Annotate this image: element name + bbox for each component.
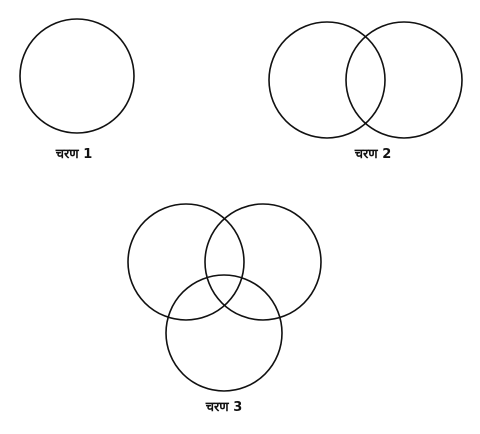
step-2-label: चरण 2: [354, 147, 392, 162]
step-3-label: चरण 3: [205, 400, 243, 415]
step-2-circle-left: [268, 21, 386, 139]
step-3-circle-bottom: [165, 274, 283, 392]
step-1-group: [19, 18, 135, 134]
step-3-group: [127, 203, 322, 392]
step-3-circle-top-right: [204, 203, 322, 321]
step-3-circle-top-left: [127, 203, 245, 321]
step-1-label: चरण 1: [55, 147, 93, 162]
step-1-circle: [19, 18, 135, 134]
step-2-circle-right: [345, 21, 463, 139]
step-2-group: [268, 21, 463, 139]
